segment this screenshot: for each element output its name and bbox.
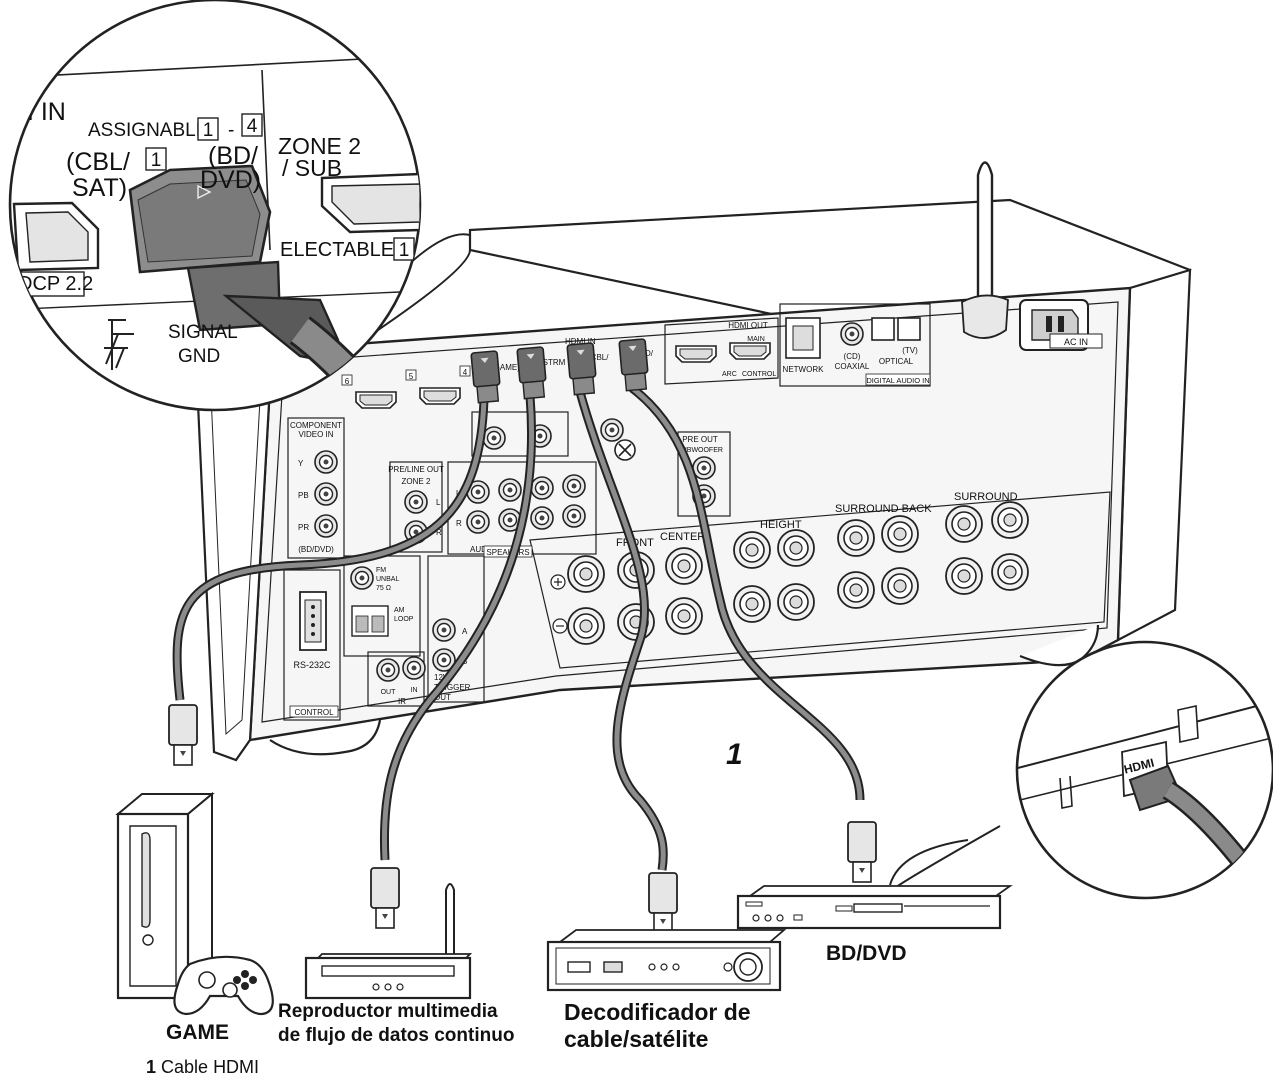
rs232c-label: RS-232C [293, 660, 331, 670]
port-6-label: 6 [345, 377, 350, 386]
hdmi-out-main-label: MAIN [747, 336, 765, 343]
zoom-signal-label: SIGNAL [168, 322, 238, 343]
bd-dvd-label: BD/DVD [826, 942, 907, 965]
optical-label: OPTICAL [879, 357, 914, 366]
hdmi-ports-6-5: 6 5 4 [341, 365, 471, 409]
zoom-zone2-line1: ZONE 2 [278, 133, 361, 159]
ir-out-label: OUT [381, 689, 397, 696]
receiver: AC IN NETWORK (CD) COAXIAL (TV) OPTICAL … [194, 161, 1192, 762]
trigger-a-label: A [462, 627, 468, 636]
port-5-label: 5 [409, 372, 414, 381]
zoom-assignable-dash: - [228, 120, 234, 141]
streaming-player [304, 883, 473, 1000]
coax-cd-label: (CD) [844, 352, 861, 361]
zoom-selectable-label: ELECTABLE [280, 239, 394, 261]
port-cbl-label: (CBL/ [588, 353, 609, 362]
streaming-label-line2: de flujo de datos continuo [278, 1025, 515, 1046]
optical-tv-label: (TV) [902, 346, 918, 355]
hdmi-cables [168, 338, 877, 934]
callout-number: 1 [726, 738, 743, 771]
ac-in-label: AC IN [1064, 337, 1088, 347]
ir-label: IR [398, 697, 406, 706]
game-console [115, 791, 274, 1016]
port-game-label: (GAME) [491, 363, 520, 372]
control-small-label: CONTROL [742, 371, 776, 378]
speakers-section: SPEAKERS FRONT CENTER HEIGHT SURROUND BA… [483, 491, 1111, 669]
pb-label: PB [298, 491, 309, 500]
subwoofer-label: SUBWOOFER [677, 447, 723, 454]
port-strm-label: (STRM [540, 358, 566, 367]
zoom-bd-line2: DVD) [200, 166, 261, 194]
fm-label: FM [376, 567, 386, 574]
center-label: CENTER [660, 531, 705, 543]
hdmi-out-section: HDMI OUT MAIN ARC CONTROL [664, 317, 779, 385]
pre-out-label: PRE OUT [682, 435, 718, 444]
footnote-number: 1 [146, 1057, 157, 1077]
am-label: AM [394, 607, 405, 614]
y-label: Y [298, 459, 304, 468]
component-label: COMPONENT [290, 421, 342, 430]
network-label: NETWORK [783, 365, 825, 374]
zoom-port-1: 1 [151, 150, 162, 171]
streaming-label-line1: Reproductor multimedia [278, 1001, 498, 1022]
trigger-out-label: OUT [434, 693, 451, 702]
zoom-bd-hdmi: HDMI [889, 640, 1273, 900]
zoom-hdcp-label: DCP 2.2 [18, 273, 93, 295]
trigger-12v-label: 12V [434, 673, 449, 682]
footnote-text: Cable HDMI [161, 1057, 260, 1077]
pre-line-out-section: PRE/LINE OUT ZONE 2 L R [388, 461, 444, 553]
zoom-cbl-line2: SAT) [72, 174, 127, 202]
pre-line-out-label: PRE/LINE OUT [388, 465, 444, 474]
signal-gnd-terminal [600, 418, 636, 461]
speakers-label: SPEAKERS [486, 548, 529, 557]
zoom-bd-line1: (BD/ [208, 142, 258, 170]
zoom-gnd-label: GND [178, 346, 220, 367]
height-label: HEIGHT [760, 519, 802, 531]
ac-inlet: AC IN [1019, 299, 1103, 351]
component-bd-label: (BD/DVD) [298, 545, 334, 554]
zone2-l-label: L [436, 498, 441, 507]
settop-box [546, 929, 787, 992]
zoom-assignable-label: ASSIGNABLE [88, 120, 208, 141]
ir-section: OUT IN IR [367, 651, 426, 707]
rs232c-section: RS-232C CONTROL [283, 569, 341, 721]
zoom-selectable-num: 1 [399, 240, 410, 261]
pr-label: PR [298, 523, 309, 532]
trigger-trigger-label: TRIGGER [434, 683, 471, 692]
zoom-assignable-to: 4 [247, 116, 258, 137]
bd-player [736, 885, 1013, 930]
settop-label-line1: Decodificador de [564, 999, 751, 1025]
footnote: 1 Cable HDMI [146, 1057, 259, 1078]
video-in-label: VIDEO IN [298, 430, 333, 439]
settop-label: Decodificador de cable/satélite [564, 999, 751, 1053]
ir-in-label: IN [411, 687, 418, 694]
zone2-r-label: R [436, 528, 442, 537]
digital-audio-in-label: DIGITAL AUDIO IN [866, 376, 929, 385]
coaxial-label: COAXIAL [835, 362, 870, 371]
audio-r-label: R [456, 519, 462, 528]
surround-back-label: SURROUND BACK [835, 503, 932, 515]
port-4-label: 4 [463, 368, 468, 377]
game-label: GAME [166, 1021, 229, 1044]
component-video-section: COMPONENT VIDEO IN Y PB PR (BD/DVD) [287, 417, 345, 559]
hdmi-in-label: HDMI IN [565, 337, 596, 346]
control-label: CONTROL [294, 708, 334, 717]
arc-label: ARC [722, 371, 737, 378]
streaming-label: Reproductor multimedia de flujo de datos… [278, 1000, 514, 1048]
zoom-cbl-line1: (CBL/ [66, 148, 130, 176]
settop-label-line2: cable/satélite [564, 1026, 709, 1052]
video-in-section [471, 411, 569, 457]
ohm-label: 75 Ω [376, 585, 391, 592]
loop-label: LOOP [394, 616, 414, 623]
surround-label: SURROUND [954, 491, 1018, 503]
hdmi-out-label: HDMI OUT [728, 321, 768, 330]
zone2-small-label: ZONE 2 [402, 477, 431, 486]
zoom-assignable-from: 1 [203, 120, 214, 141]
zoom-zone2-line2: / SUB [282, 155, 342, 181]
digital-audio-section: NETWORK (CD) COAXIAL (TV) OPTICAL DIGITA… [779, 303, 931, 387]
unbal-label: UNBAL [376, 576, 399, 583]
